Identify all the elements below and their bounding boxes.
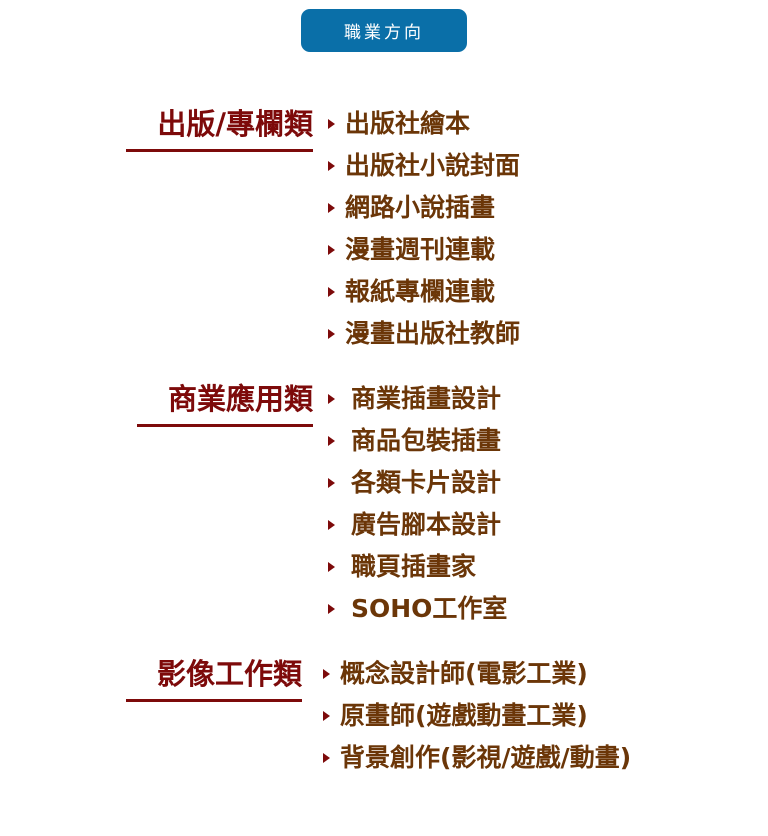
triangle-bullet-icon xyxy=(328,436,335,446)
triangle-bullet-icon xyxy=(328,203,335,213)
career-list-item-label: 各類卡片設計 xyxy=(351,468,502,497)
section-underline xyxy=(126,149,313,152)
triangle-bullet-icon xyxy=(328,119,335,129)
triangle-bullet-icon xyxy=(328,478,335,488)
career-list-item: SOHO工作室 xyxy=(328,593,507,625)
career-list-item: 概念設計師(電影工業) xyxy=(323,658,588,690)
career-list-item: 原畫師(遊戲動畫工業) xyxy=(323,700,588,732)
section-title: 商業應用類 xyxy=(167,382,313,416)
triangle-bullet-icon xyxy=(328,562,335,572)
career-list-item-label: 出版社繪本 xyxy=(345,109,471,138)
career-list-item-label: 漫畫週刊連載 xyxy=(345,235,496,264)
career-list-item-label: 原畫師(遊戲動畫工業) xyxy=(340,701,588,730)
triangle-bullet-icon xyxy=(328,394,335,404)
career-list-item: 網路小說插畫 xyxy=(328,192,495,224)
triangle-bullet-icon xyxy=(323,669,330,679)
career-list-item-label: 概念設計師(電影工業) xyxy=(340,659,588,688)
career-list-item: 職頁插畫家 xyxy=(328,551,476,583)
career-list-item: 出版社小說封面 xyxy=(328,150,520,182)
career-list-item-label: 網路小說插畫 xyxy=(345,193,496,222)
section-title: 影像工作類 xyxy=(156,657,302,691)
triangle-bullet-icon xyxy=(323,753,330,763)
career-list-item-label: 商品包裝插畫 xyxy=(351,426,502,455)
triangle-bullet-icon xyxy=(328,604,335,614)
career-list-item-label: 廣告腳本設計 xyxy=(351,510,502,539)
triangle-bullet-icon xyxy=(328,161,335,171)
career-list-item-label: 職頁插畫家 xyxy=(351,552,477,581)
career-list-item: 報紙專欄連載 xyxy=(328,276,495,308)
career-list-item-label: 出版社小說封面 xyxy=(345,151,521,180)
career-list-item: 背景創作(影視/遊戲/動畫) xyxy=(323,742,631,774)
career-direction-button[interactable]: 職業方向 xyxy=(301,9,467,52)
career-list-item: 漫畫出版社教師 xyxy=(328,318,520,350)
triangle-bullet-icon xyxy=(328,245,335,255)
career-list-item: 廣告腳本設計 xyxy=(328,509,501,541)
career-list-item: 漫畫週刊連載 xyxy=(328,234,495,266)
career-list-item-label: 報紙專欄連載 xyxy=(345,277,496,306)
career-list-item-label: SOHO工作室 xyxy=(351,594,508,623)
section-underline xyxy=(137,424,313,427)
section-title: 出版/專欄類 xyxy=(157,107,313,141)
career-list-item-label: 背景創作(影視/遊戲/動畫) xyxy=(340,743,632,772)
triangle-bullet-icon xyxy=(323,711,330,721)
triangle-bullet-icon xyxy=(328,520,335,530)
triangle-bullet-icon xyxy=(328,329,335,339)
section-underline xyxy=(126,699,302,702)
career-list-item-label: 漫畫出版社教師 xyxy=(345,319,521,348)
career-list-item: 出版社繪本 xyxy=(328,108,470,140)
career-list-item: 商品包裝插畫 xyxy=(328,425,501,457)
career-list-item: 商業插畫設計 xyxy=(328,383,501,415)
career-list-item-label: 商業插畫設計 xyxy=(351,384,502,413)
career-list-item: 各類卡片設計 xyxy=(328,467,501,499)
triangle-bullet-icon xyxy=(328,287,335,297)
